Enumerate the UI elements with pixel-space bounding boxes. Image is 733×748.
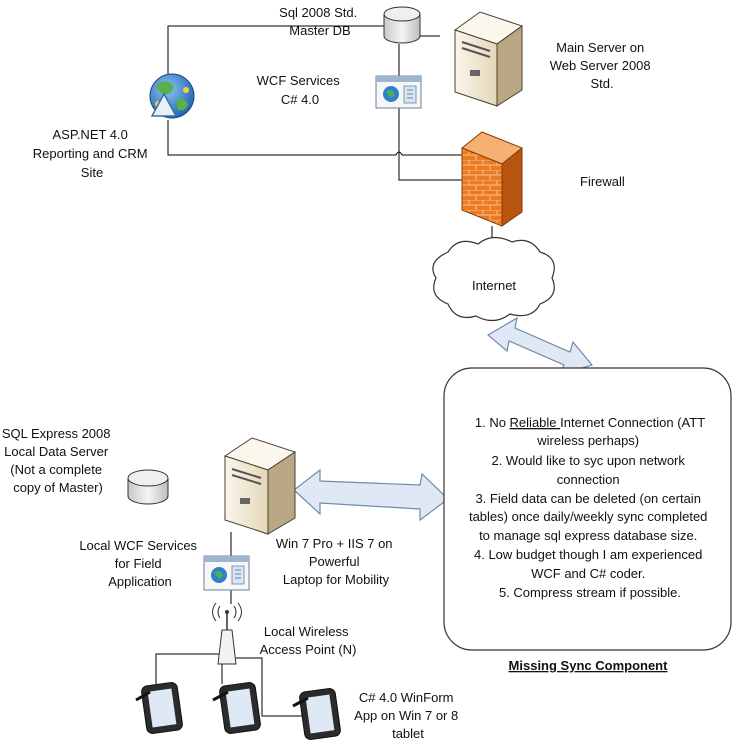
internet-cloud-icon bbox=[432, 236, 555, 322]
aspnet-globe-icon bbox=[149, 73, 195, 119]
sync-arrow-laptop bbox=[293, 468, 449, 522]
local-db-cylinder-icon bbox=[127, 469, 169, 505]
aspnet-site-label: ASP.NET 4.0 Reporting and CRM Site bbox=[33, 127, 152, 180]
wcf-services-window-icon bbox=[375, 75, 422, 109]
sync-arrow-internet bbox=[486, 316, 594, 376]
laptop-label: Win 7 Pro + IIS 7 on Powerful Laptop for… bbox=[276, 536, 396, 587]
wireless-access-point-icon bbox=[212, 602, 242, 665]
sync-item-1: 1. No Reliable Internet Connection (ATT bbox=[475, 415, 705, 430]
wire-wcf-to-firewall bbox=[398, 108, 462, 181]
main-server-icon bbox=[453, 11, 524, 107]
local-laptop-server-icon bbox=[223, 437, 297, 535]
sync-item-lines: wireless perhaps) 2. Would like to syc u… bbox=[469, 433, 711, 600]
tablet-right-icon bbox=[292, 688, 341, 740]
wire-site-to-firewall bbox=[167, 120, 462, 156]
firewall-icon bbox=[461, 131, 523, 227]
sql-express-label: SQL Express 2008 Local Data Server (Not … bbox=[2, 426, 114, 495]
master-db-cylinder-icon bbox=[383, 6, 421, 44]
connection-lines bbox=[155, 25, 493, 717]
missing-sync-component-box bbox=[443, 367, 732, 651]
wire-ap-to-tablet-right bbox=[236, 657, 302, 717]
tablet-left-icon bbox=[135, 682, 183, 734]
main-server-label: Main Server on Web Server 2008 Std. bbox=[550, 40, 655, 91]
local-wcf-window-icon bbox=[203, 555, 250, 591]
master-db-label: Sql 2008 Std. Master DB bbox=[279, 5, 361, 38]
wire-ap-to-tablet-left bbox=[155, 653, 222, 684]
local-wcf-label: Local WCF Services for Field Application bbox=[79, 538, 200, 589]
wire-hop bbox=[395, 151, 403, 156]
wire-globe-to-db bbox=[167, 25, 392, 88]
sync-box-caption: Missing Sync Component bbox=[509, 658, 669, 673]
tablet-middle-icon bbox=[212, 682, 261, 734]
internet-label: Internet bbox=[472, 278, 516, 293]
tablet-app-label: C# 4.0 WinForm App on Win 7 or 8 tablet bbox=[354, 690, 462, 741]
wcf-services-label: WCF Services C# 4.0 bbox=[257, 73, 344, 107]
access-point-label: Local Wireless Access Point (N) bbox=[260, 624, 357, 657]
firewall-label: Firewall bbox=[580, 174, 625, 189]
